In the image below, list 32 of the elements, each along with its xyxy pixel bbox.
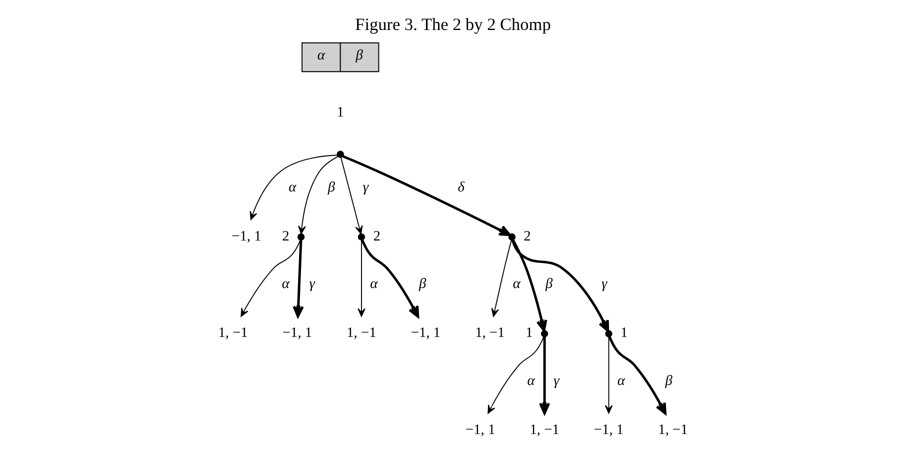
node-label: 2 bbox=[524, 228, 531, 244]
node-text: −1, 1 bbox=[410, 325, 441, 342]
node-label: 1 bbox=[620, 325, 628, 342]
node-text: −1, 1 bbox=[282, 325, 312, 342]
node-text: 1, −1 bbox=[530, 422, 560, 438]
edge-label: β bbox=[665, 373, 672, 390]
edge-label: α bbox=[370, 276, 378, 292]
edge-label: γ bbox=[362, 179, 369, 196]
edge-label: γ bbox=[309, 276, 315, 292]
edge-label: β bbox=[328, 179, 336, 196]
edge-label: α bbox=[288, 179, 296, 196]
node-text: −1, 1 bbox=[594, 422, 624, 438]
edge-label: β bbox=[545, 276, 553, 292]
edge-label: γ bbox=[602, 276, 608, 292]
node-text: −1, 1 bbox=[465, 422, 496, 438]
edge-label: δ bbox=[458, 179, 464, 196]
edge-label: α bbox=[512, 276, 520, 292]
node-text: 1, −1 bbox=[346, 325, 376, 342]
edge-label: γ bbox=[554, 373, 560, 390]
edge-label: β bbox=[418, 276, 426, 292]
node-text: 1, −1 bbox=[658, 422, 688, 438]
edge-label: α bbox=[617, 373, 625, 390]
caption: Figure 3. The 2 by 2 Chomp bbox=[355, 14, 551, 34]
node-text: 1, −1 bbox=[218, 325, 248, 342]
node-text: −1, 1 bbox=[232, 228, 262, 244]
node-label: 2 bbox=[282, 228, 290, 244]
node-label: 1 bbox=[526, 325, 533, 342]
edge-label: α bbox=[527, 373, 535, 390]
edge-label: α bbox=[282, 276, 290, 292]
node-label: 1 bbox=[336, 104, 344, 121]
node-text: 1, −1 bbox=[475, 325, 505, 342]
node-label: 2 bbox=[373, 228, 380, 244]
